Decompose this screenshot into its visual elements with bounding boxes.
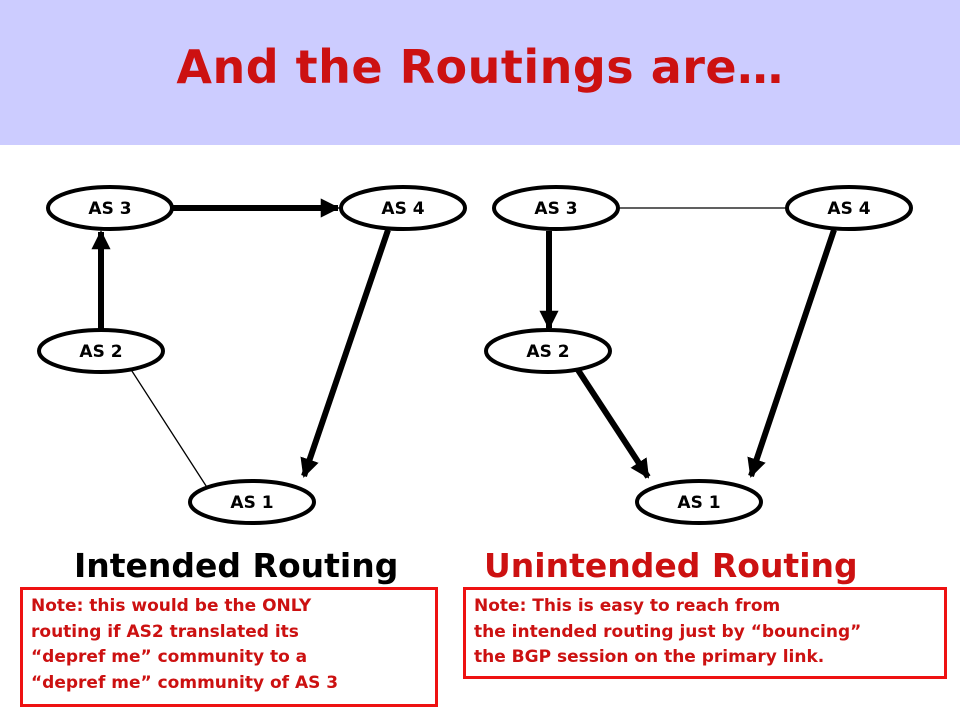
note-line: the BGP session on the primary link. <box>474 647 825 667</box>
title-banner <box>0 0 960 145</box>
right-arrow-as4-as1 <box>747 229 837 478</box>
left-arrow-as4-as1 <box>300 229 391 478</box>
left-node-as3-label: AS 3 <box>88 199 131 219</box>
note-line: Note: this would be the ONLY <box>31 596 312 616</box>
right-node-as4: AS 4 <box>785 185 913 231</box>
right-node-as1: AS 1 <box>635 479 763 525</box>
right-node-as3-label: AS 3 <box>534 199 577 219</box>
right-node-as2: AS 2 <box>484 328 612 374</box>
left-node-as4-label: AS 4 <box>381 199 424 219</box>
right-node-as2-label: AS 2 <box>526 342 569 362</box>
right-arrow-as2-as1 <box>575 368 651 479</box>
unintended-routing-caption: Unintended Routing <box>484 546 858 585</box>
left-link-as2-as1 <box>129 367 211 493</box>
left-node-as3: AS 3 <box>46 185 174 231</box>
slide-title: And the Routings are… <box>176 40 784 94</box>
left-node-as1-label: AS 1 <box>230 493 273 513</box>
note-line: the intended routing just by “bouncing” <box>474 621 862 642</box>
note-line: “depref me” community of AS 3 <box>31 672 339 693</box>
left-node-as2-label: AS 2 <box>79 342 122 362</box>
right-node-as3: AS 3 <box>492 185 620 231</box>
note-line: Note: This is easy to reach from <box>474 596 781 616</box>
left-node-as1: AS 1 <box>188 479 316 525</box>
left-node-as4: AS 4 <box>339 185 467 231</box>
right-node-as4-label: AS 4 <box>827 199 870 219</box>
unintended-routing-note: Note: This is easy to reach from the int… <box>463 587 947 679</box>
note-line: “depref me” community to a <box>31 647 308 667</box>
intended-routing-caption: Intended Routing <box>74 546 399 585</box>
left-node-as2: AS 2 <box>37 328 165 374</box>
intended-routing-note: Note: this would be the ONLY routing if … <box>20 587 438 707</box>
right-diagram: AS 3 AS 4 AS 2 AS 1 <box>484 185 913 525</box>
note-line: routing if AS2 translated its <box>31 621 299 642</box>
right-node-as1-label: AS 1 <box>677 493 720 513</box>
left-diagram: AS 3 AS 4 AS 2 AS 1 <box>37 185 467 525</box>
